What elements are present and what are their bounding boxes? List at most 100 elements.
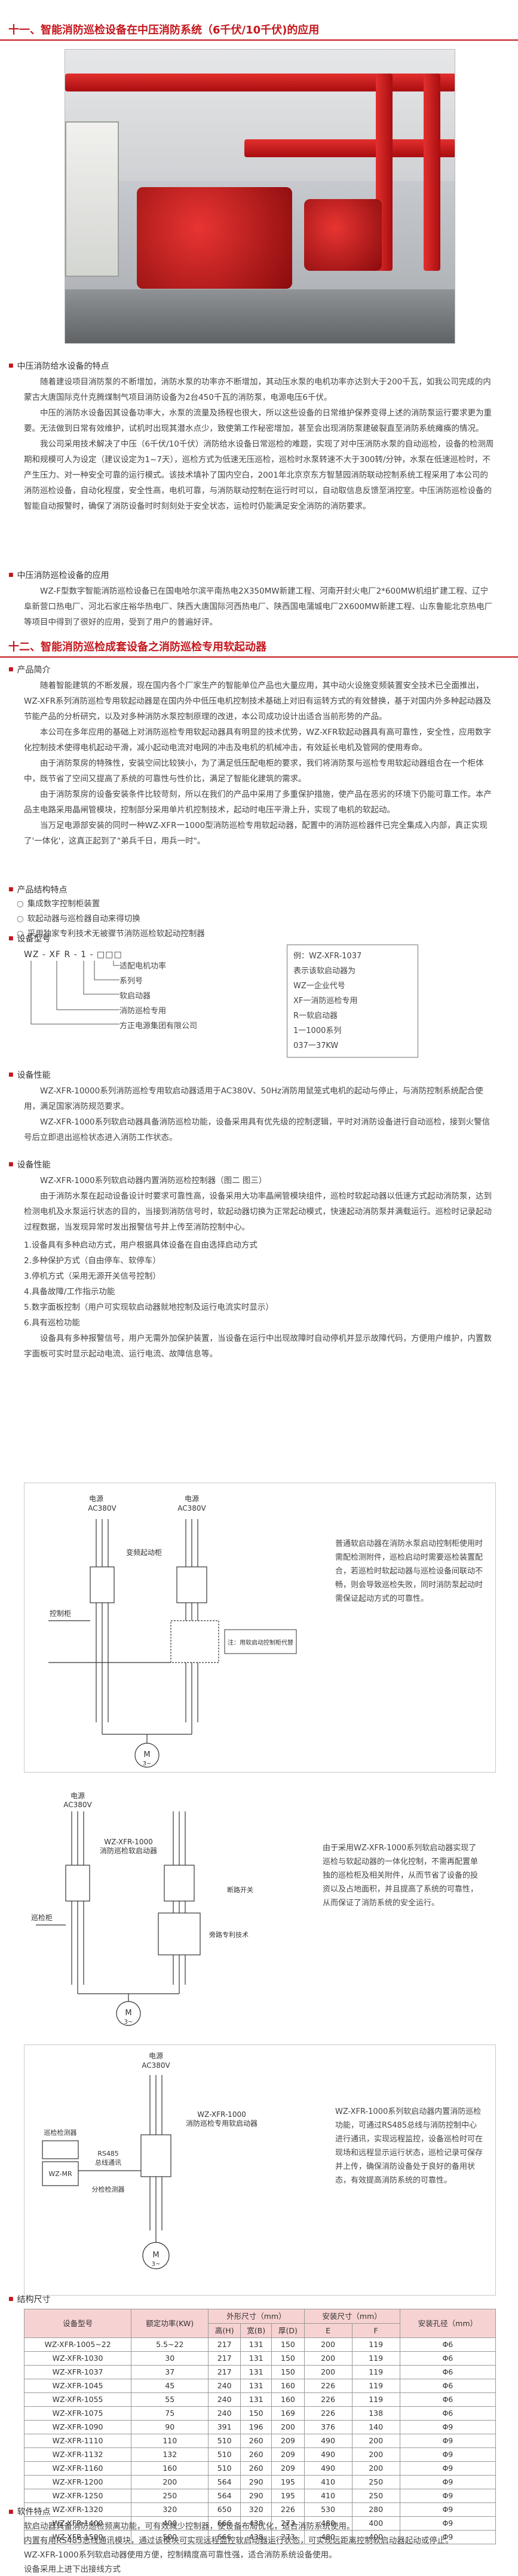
table-cell: Φ9 [399, 2420, 496, 2434]
section-11-body: 随着建设项目消防泵的不断增加，消防水泵的功率亦不断增加，其动压水泵的电机功率亦达… [24, 374, 496, 514]
d1-ac-label-2: AC380V [177, 1504, 206, 1512]
photo-floor [65, 289, 455, 343]
example-line: XF一消防巡检专用 [293, 997, 358, 1006]
col-mount: 安装尺寸（mm） [304, 2309, 400, 2324]
table-cell: 273 [271, 2530, 305, 2544]
table-cell: 119 [351, 2365, 400, 2379]
table-cell: WZ-XFR-1055 [23, 2392, 132, 2407]
model-code: WZ - XF R - 1 - □□□ [24, 950, 122, 959]
table-cell: Φ9 [399, 2447, 496, 2462]
table-cell: 510 [208, 2447, 241, 2462]
table-cell: 500 [131, 2530, 209, 2544]
d3-power-label: 电源 [149, 2052, 163, 2060]
option-item: 集成数字控制柜装置 [17, 897, 205, 912]
paragraph: 本公司在多年应用的基础上对消防巡检专用软起动器具有明显的技术优势，WZ-XFR软… [24, 728, 491, 753]
table-cell: 250 [351, 2489, 400, 2503]
model-label: 系列号 [119, 977, 143, 986]
table-cell: 209 [271, 2434, 305, 2448]
col-depth: 厚(D) [271, 2323, 305, 2338]
table-cell: 131 [240, 2379, 272, 2393]
d1-bypass-label: 变频起动柜 [126, 1548, 162, 1557]
model-label: 方正电源集团有限公司 [119, 1022, 198, 1031]
table-cell: 131 [240, 2337, 272, 2352]
paragraph: 设备具有多种报警信号，用户无需外加保护装置，当设备在运行中出现故障时自动停机并显… [24, 1334, 492, 1359]
example-line: 表示该软启动器为 [293, 967, 356, 976]
photo-pipe [65, 74, 455, 91]
table-cell: Φ6 [399, 2392, 496, 2407]
paragraph: 随着智能建筑的不断发展，现在国内各个厂家生产的智能单位产品也大量应用，其中动火设… [24, 681, 491, 722]
table-cell: 260 [240, 2447, 272, 2462]
table-cell: 131 [240, 2392, 272, 2407]
d3-rs485-label: RS485 [97, 2150, 119, 2158]
table-cell: 195 [271, 2475, 305, 2489]
diagram-integrated-softstarter: 电源 AC380V WZ-XFR-1000 消防巡检软启动器 巡检柜 断路开关 … [24, 1787, 496, 2033]
table-cell: Φ9 [399, 2461, 496, 2476]
table-cell: 564 [208, 2489, 241, 2503]
d1-ctrl-label: 控制柜 [50, 1609, 71, 1618]
d3-phase-label: 3~ [152, 2261, 161, 2268]
diagram-1-drawing: 电源 AC380V 电源 AC380V 变频起动柜 控制柜 注：用软启动控制柜代… [48, 1495, 297, 1768]
table-cell: 666 [208, 2530, 241, 2544]
table-cell: 490 [304, 2447, 353, 2462]
table-cell: 110 [131, 2434, 209, 2448]
feature-item: 2.多种保护方式（自由停车、软停车） [24, 1256, 161, 1266]
example-line: 037一37KW [293, 1041, 339, 1050]
software-features: 软件特点 软启动器具备消防巡检频离功能，可有效减少控制器，使设备布局优化，适合消… [17, 2505, 496, 2576]
option-item: 软起动器与巡检器自动来得切换 [17, 912, 205, 927]
d3-motor-label: M [152, 2251, 159, 2260]
table-cell: 119 [351, 2337, 400, 2352]
d1-phase-label: 3~ [143, 1761, 152, 1767]
d2-ac-label: AC380V [63, 1801, 92, 1809]
d3-rs485-sub-label: 总线通讯 [95, 2158, 121, 2166]
table-cell: WZ-XFR-1030 [23, 2351, 132, 2366]
table-cell: Φ6 [399, 2351, 496, 2366]
col-hole: 安装孔径（mm） [399, 2309, 496, 2338]
d1-power-label: 电源 [89, 1495, 103, 1503]
table-cell: 160 [271, 2379, 305, 2393]
col-f: F [351, 2323, 400, 2338]
table-cell: WZ-XFR-1250 [23, 2489, 132, 2503]
section-12-title: 十二、智能消防巡检成套设备之消防巡检专用软起动器 [8, 641, 266, 653]
table-cell: 200 [271, 2420, 305, 2434]
heading-application: 中压消防巡检设备的应用 [8, 569, 109, 583]
d2-phase-label: 3~ [124, 2019, 133, 2025]
paragraph: 我公司采用技术解决了中压（6千伏/10千伏）消防给水设备日常巡检的难题，实现了对… [24, 439, 494, 511]
dimension-table: 设备型号 额定功率(KW) 外形尺寸（mm） 安装尺寸（mm） 安装孔径（mm）… [23, 2309, 496, 2544]
table-cell: 250 [351, 2475, 400, 2489]
diagram-networked-softstarter: 电源 AC380V WZ-XFR-1000 消防巡检专用软启动器 RS485 总… [24, 2045, 496, 2296]
table-cell: WZ-XFR-1005~22 [23, 2337, 132, 2352]
section-12-intro: 随着智能建筑的不断发展，现在国内各个厂家生产的智能单位产品也大量应用，其中动火设… [24, 678, 496, 849]
d2-motor-label: M [125, 2009, 131, 2018]
table-cell: 438 [240, 2530, 272, 2544]
paragraph: WZ-XFR-1000系列软启动器内置消防巡检控制器（图二 图三） [40, 1176, 267, 1185]
heading-performance: 设备性能 [8, 1069, 51, 1083]
photo-wall [65, 50, 455, 181]
model-label: 消防巡检专用 [119, 1007, 167, 1016]
table-cell: WZ-XFR-1200 [23, 2475, 132, 2489]
col-model: 设备型号 [23, 2309, 132, 2338]
table-cell: 131 [240, 2365, 272, 2379]
table-cell: 510 [208, 2461, 241, 2476]
photo-pipe [244, 139, 455, 157]
table-cell: 119 [351, 2351, 400, 2366]
table-cell: 169 [271, 2406, 305, 2421]
table-cell: 490 [304, 2461, 353, 2476]
heading-intro: 产品简介 [8, 664, 51, 678]
section-11-rule [0, 39, 518, 41]
table-cell: 490 [304, 2434, 353, 2448]
model-labels: 适配电机功率 系列号 软启动器 消防巡检专用 方正电源集团有限公司 [119, 959, 197, 1034]
table-cell: 200 [304, 2337, 353, 2352]
table-cell: Φ9 [399, 2489, 496, 2503]
table-cell: 240 [208, 2406, 241, 2421]
photo-pump [304, 199, 382, 271]
table-cell: 160 [271, 2392, 305, 2407]
table-cell: 480 [304, 2530, 353, 2544]
table-cell: 150 [240, 2406, 272, 2421]
